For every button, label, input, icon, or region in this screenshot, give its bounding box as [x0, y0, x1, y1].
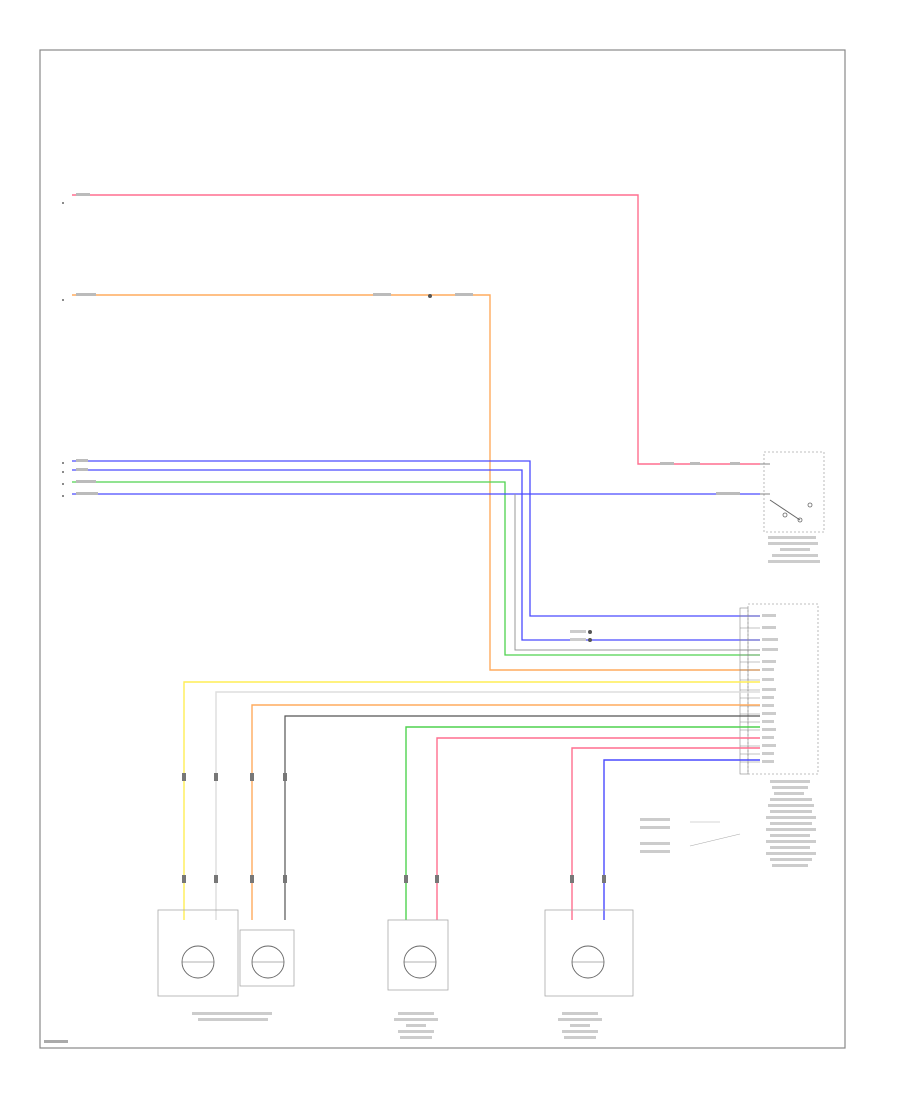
wire-gray-sensor — [284, 715, 760, 920]
wire-red-top — [72, 194, 760, 465]
wire-green-sensor — [405, 726, 760, 920]
wire-green-bus — [72, 481, 760, 656]
wire-orange-sensor — [251, 704, 760, 920]
sensor-wire-connectors — [182, 773, 606, 883]
wire-blue-2 — [72, 469, 760, 641]
wire-blue-sensor — [603, 759, 760, 920]
switch-component-caption — [768, 536, 820, 563]
wire-yellow-sensor — [183, 681, 760, 920]
source-terminals — [62, 202, 64, 497]
switch-component — [760, 451, 825, 533]
sensor-captions — [192, 1012, 602, 1039]
wire-red-sensor-1 — [436, 737, 760, 920]
wire-tags — [76, 193, 740, 495]
sensor-group-1 — [157, 909, 239, 997]
wire-red-sensor-2 — [571, 747, 760, 920]
control-module — [739, 603, 819, 775]
module-pin-labels — [762, 614, 778, 763]
sensor-group-4 — [544, 909, 634, 997]
inline-connector — [428, 294, 432, 298]
module-pins — [740, 615, 760, 763]
doc-id-mark — [44, 1040, 68, 1043]
wire-light-sensor — [215, 691, 760, 920]
module-legend — [570, 630, 741, 853]
sensor-group-3 — [387, 919, 449, 991]
wire-blue-1 — [72, 460, 760, 617]
module-caption — [766, 780, 816, 867]
wire-gray-bus — [514, 494, 760, 651]
sensor-group-2 — [239, 929, 295, 987]
diagram-frame — [39, 49, 846, 1049]
